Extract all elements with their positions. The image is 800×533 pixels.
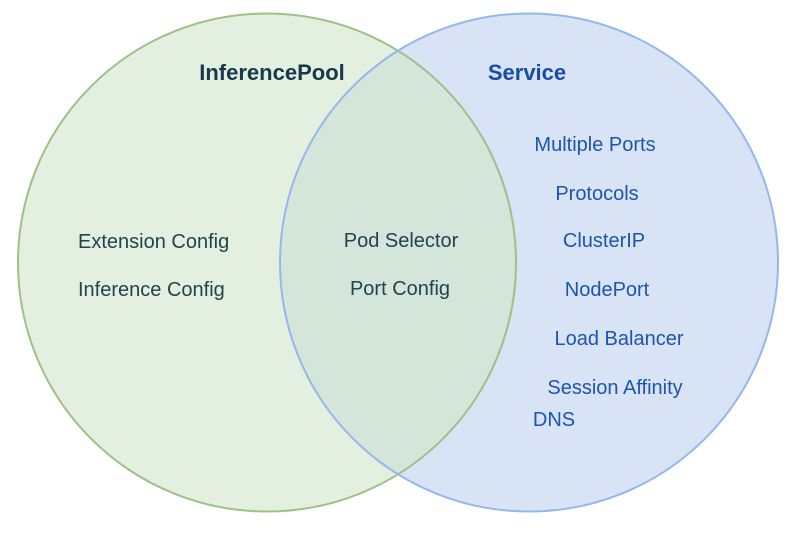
service-item: ClusterIP [562,230,646,252]
inferencepool-circle-outline [17,12,517,513]
service-item: Multiple Ports [534,134,656,156]
service-item: Session Affinity [547,377,683,399]
service-item: Protocols [555,183,639,205]
inferencepool-title: InferencePool [199,60,345,85]
overlap-item: Port Config [349,278,451,300]
overlap-item: Pod Selector [343,230,459,252]
service-item: Load Balancer [554,328,684,350]
service-circle-outline [279,12,779,513]
inferencepool-item: Inference Config [78,279,225,301]
service-item: DNS [532,409,576,431]
inferencepool-item: Extension Config [78,231,230,253]
service-title: Service [487,60,567,85]
overlap-lens-fill [280,13,516,512]
service-item: NodePort [564,279,650,301]
